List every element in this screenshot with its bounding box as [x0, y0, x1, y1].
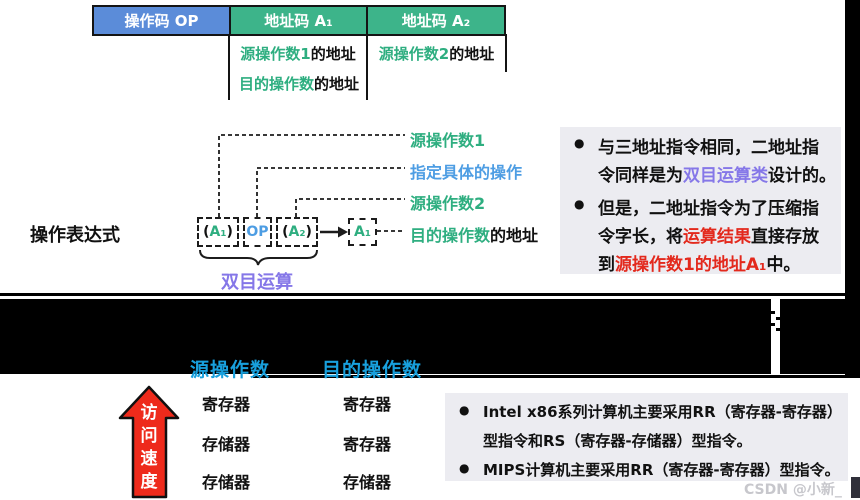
band-glyph-fragment [776, 317, 781, 320]
note-line: MIPS计算机主要采用RR（寄存器-寄存器）型指令。 [483, 461, 840, 479]
connector-op-line [256, 167, 405, 217]
callout-source1: 源操作数1 [410, 131, 486, 150]
connector-source2-line [295, 198, 405, 217]
result-box: A₁ [348, 218, 377, 246]
bullet-icon: ● [459, 461, 470, 475]
result-label: A₁ [354, 224, 371, 240]
address1-header-label: 地址码 A₁ [264, 12, 333, 30]
band-glyph-fragment [776, 328, 780, 331]
note-line: 令字长，将运算结果直接存放 [598, 227, 819, 247]
table-row-3-destination: 存储器 [342, 473, 391, 492]
band-glyph-fragment [770, 323, 775, 326]
bullet-icon: ● [574, 197, 585, 211]
table-row-2-source: 存储器 [201, 435, 250, 454]
operand1-box: ( A₁ ) [197, 217, 239, 247]
note-two-address-box: ● 与三地址指令相同，二地址指 令同样是为双目运算类设计的。 ● 但是，二地址指… [560, 127, 841, 275]
right-edge-black-bar [845, 0, 860, 375]
watermark-logo-fragment [851, 477, 860, 498]
callout-destination: 目的操作数的地址 [410, 226, 539, 245]
band-white-gap [771, 299, 780, 374]
op-label: OP [246, 224, 269, 240]
expression-title: 操作表达式 [30, 225, 120, 246]
note-line: 但是，二地址指令为了压缩指 [598, 199, 819, 219]
address2-header-cell: 地址码 A₂ [366, 5, 506, 36]
address1-header-cell: 地址码 A₁ [229, 5, 368, 36]
callout-source2: 源操作数2 [410, 194, 486, 213]
table-divider-left [228, 34, 230, 100]
callout-operation: 指定具体的操作 [410, 163, 523, 182]
result-arrow [320, 226, 348, 238]
table-row-3-source: 存储器 [201, 473, 250, 492]
address2-header-label: 地址码 A₂ [401, 12, 471, 30]
a1-destination-operand-cell: 目的操作数的地址 [238, 75, 360, 93]
watermark: CSDN @小新_ [744, 482, 842, 498]
table-divider-right [505, 34, 507, 72]
note-line: 与三地址指令相同，二地址指 [598, 138, 819, 158]
op-box: OP [243, 217, 272, 247]
bullet-icon: ● [459, 403, 470, 417]
redaction-band [0, 299, 860, 374]
opcode-header-cell: 操作码 OP [92, 5, 231, 36]
a1-source-operand-cell: 源操作数1的地址 [240, 45, 356, 63]
note-line: 到源操作数1的地址A₁中。 [598, 255, 801, 275]
binary-operation-label: 双目运算 [221, 272, 293, 293]
destination-operand-column-header: 目的操作数 [322, 359, 423, 381]
source-operand-column-header: 源操作数 [190, 359, 271, 381]
table-row-1-destination: 寄存器 [342, 395, 391, 414]
band-glyph-fragment [769, 311, 775, 314]
opcode-header-label: 操作码 OP [124, 12, 199, 30]
table-row-1-source: 寄存器 [201, 395, 250, 414]
access-speed-arrow [118, 385, 180, 499]
bullet-icon: ● [574, 136, 585, 150]
note-line: Intel x86系列计算机主要采用RR（寄存器-寄存器） [483, 403, 842, 421]
a2-source-operand-cell: 源操作数2的地址 [378, 45, 495, 63]
access-speed-label: 访问速度 [140, 403, 158, 492]
binary-operation-brace [199, 249, 318, 266]
note-line: 令同样是为双目运算类设计的。 [598, 166, 836, 186]
note-rr-box: ● Intel x86系列计算机主要采用RR（寄存器-寄存器） 型指令和RS（寄… [445, 393, 848, 481]
band-top-rule [0, 293, 860, 296]
table-divider-middle [366, 34, 368, 100]
operand2-box: ( A₂ ) [276, 217, 318, 247]
connector-source1-line [218, 134, 405, 217]
note-line: 型指令和RS（寄存器-存储器）型指令。 [483, 432, 752, 450]
table-top-rule [253, 375, 860, 378]
instruction-format-table: 操作码 OP 地址码 A₁ 地址码 A₂ [92, 5, 506, 36]
table-row-2-destination: 寄存器 [342, 435, 391, 454]
